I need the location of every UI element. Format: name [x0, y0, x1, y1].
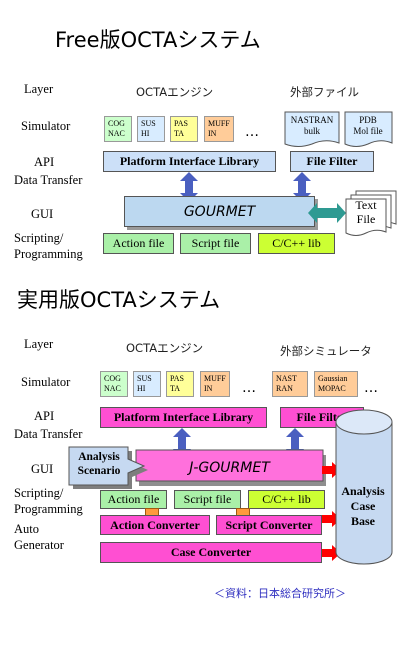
- label-layer: Layer: [24, 82, 54, 96]
- module-cognac: COG NAC: [104, 116, 132, 142]
- script-converter: Script Converter: [216, 515, 322, 535]
- label-scripting-2: Scripting/: [14, 486, 64, 500]
- source-note: ＜資料：日本総合研究所＞: [214, 587, 346, 600]
- gourmet-box: GOURMET: [124, 196, 315, 227]
- practical-platform-interface-library: Platform Interface Library: [100, 407, 267, 428]
- free-c-lib: C/C++ lib: [258, 233, 335, 254]
- label-generator: Generator: [14, 538, 64, 552]
- module-nastran: NAST RAN: [272, 371, 308, 397]
- free-script-file: Script file: [180, 233, 251, 254]
- practical-title: 実用版OCTAシステム: [17, 288, 221, 312]
- module-ellipsis-2: …: [242, 380, 257, 396]
- practical-action-file: Action file: [100, 490, 167, 509]
- module-sushi-2: SUS HI: [133, 371, 161, 397]
- case-base-cylinder-icon: [335, 409, 393, 565]
- label-scripting: Scripting/: [14, 231, 64, 245]
- label-gui: GUI: [31, 207, 54, 221]
- practical-script-file: Script file: [174, 490, 241, 509]
- free-file-filter: File Filter: [290, 151, 374, 172]
- label-data-transfer-2: Data Transfer: [14, 427, 83, 441]
- module-muffin-2: MUFF IN: [200, 371, 230, 397]
- module-cognac-2: COG NAC: [100, 371, 128, 397]
- module-gaussian-mopac: Gaussian MOPAC: [314, 371, 358, 397]
- practical-c-lib: C/C++ lib: [248, 490, 325, 509]
- case-base-label: Analysis Case Base: [341, 484, 385, 528]
- module-sushi: SUS HI: [137, 116, 165, 142]
- text-file-label: Text File: [355, 198, 377, 226]
- label-programming-2: Programming: [14, 502, 83, 516]
- module-muffin: MUFF IN: [204, 116, 234, 142]
- nastran-label: NASTRAN bulk: [290, 115, 334, 136]
- octa-engine-header-2: OCTAエンジン: [126, 341, 204, 355]
- free-action-file: Action file: [103, 233, 174, 254]
- text-file-stack-icon: [345, 190, 397, 236]
- module-pasta-2: PAS TA: [166, 371, 194, 397]
- module-ellipsis: …: [245, 124, 260, 140]
- label-gui-2: GUI: [31, 462, 54, 476]
- case-converter: Case Converter: [100, 542, 322, 563]
- label-api-2: API: [34, 409, 55, 423]
- pdb-doc-icon: [344, 111, 393, 147]
- external-file-header: 外部ファイル: [290, 85, 359, 99]
- label-simulator-2: Simulator: [21, 375, 71, 389]
- label-api: API: [34, 155, 55, 169]
- action-converter: Action Converter: [100, 515, 210, 535]
- module-ellipsis-3: …: [364, 380, 379, 396]
- free-arrow-filter-gui: [293, 172, 311, 202]
- label-simulator: Simulator: [21, 119, 71, 133]
- label-data-transfer: Data Transfer: [14, 173, 83, 187]
- octa-engine-header: OCTAエンジン: [136, 85, 214, 99]
- free-arrow-platform-gui: [180, 172, 198, 202]
- analysis-scenario-shape: [68, 446, 148, 489]
- free-title: Free版OCTAシステム: [55, 28, 261, 52]
- module-pasta: PAS TA: [170, 116, 198, 142]
- label-programming: Programming: [14, 247, 83, 261]
- external-simulator-header: 外部シミュレータ: [280, 344, 372, 358]
- analysis-scenario-label: Analysis Scenario: [77, 451, 121, 477]
- pdb-label: PDB Mol file: [353, 115, 383, 136]
- nastran-doc-icon: [284, 111, 340, 147]
- jgourmet-label: J-GOURMET: [189, 459, 270, 476]
- label-auto: Auto: [14, 522, 39, 536]
- free-platform-interface-library: Platform Interface Library: [103, 151, 276, 172]
- free-arrow-gourmet-textfile: [308, 203, 346, 223]
- label-layer-2: Layer: [24, 337, 54, 351]
